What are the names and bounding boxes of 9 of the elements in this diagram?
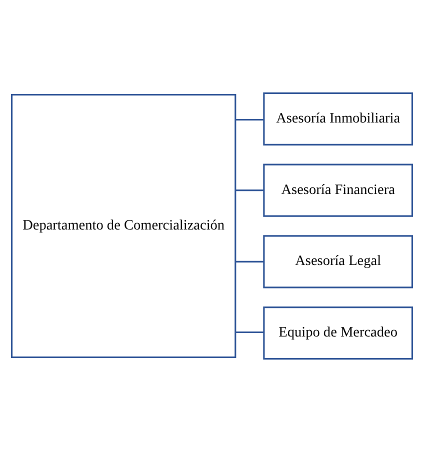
connector [236, 260, 264, 262]
connector [236, 189, 264, 191]
connector [236, 330, 264, 333]
node-box: Asesoría Financiera [263, 163, 414, 216]
connector [236, 118, 264, 120]
node-box: Asesoría Legal [263, 234, 414, 288]
node-box: Departamento de Comercialización [10, 93, 236, 358]
node-box: Asesoría Inmobiliaria [263, 92, 414, 145]
node-box: Equipo de Mercadeo [263, 306, 414, 360]
